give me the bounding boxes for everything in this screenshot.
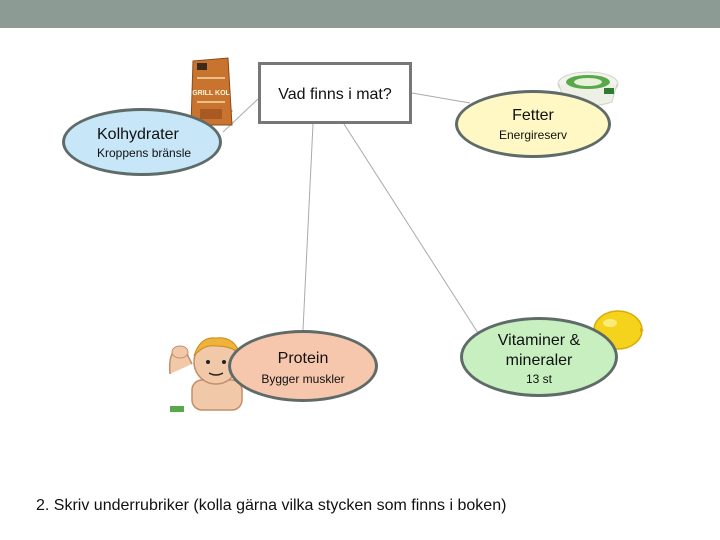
- central-topic-title: Vad finns i mat?: [278, 86, 392, 103]
- node-protein-subtitle: Bygger muskler: [261, 372, 345, 386]
- muscle-boy-icon: [168, 337, 243, 412]
- connector-vitaminer: [343, 123, 479, 334]
- connector-protein: [302, 123, 314, 331]
- node-fetter: Fetter Energireserv: [455, 90, 611, 158]
- central-topic-box: Vad finns i mat?: [258, 62, 412, 124]
- node-fetter-subtitle: Energireserv: [498, 128, 568, 142]
- node-kolhydrater-title: Kolhydrater: [97, 126, 179, 143]
- node-kolhydrater: [62, 108, 222, 176]
- node-vitaminer-subtitle: 13 st: [525, 372, 552, 386]
- charcoal-bag-text: GRILL KOL: [192, 90, 230, 97]
- header-bar: [0, 0, 720, 28]
- node-vitaminer-title: Vitaminer & mineraler: [497, 332, 581, 369]
- connector-fetter: [411, 92, 471, 104]
- node-fetter-title: Fetter: [512, 107, 554, 124]
- node-protein: Protein Bygger muskler: [228, 330, 378, 402]
- node-vitaminer-mineraler: Vitaminer & mineraler 13 st: [460, 317, 618, 397]
- instruction-text: 2. Skriv underrubriker (kolla gärna vilk…: [36, 497, 507, 514]
- charcoal-bag-icon: GRILL KOL: [190, 57, 233, 126]
- node-kolhydrater-subtitle: Kroppens bränsle: [97, 146, 192, 160]
- connector-kolhydrater: [222, 98, 259, 133]
- node-protein-title: Protein: [277, 350, 329, 367]
